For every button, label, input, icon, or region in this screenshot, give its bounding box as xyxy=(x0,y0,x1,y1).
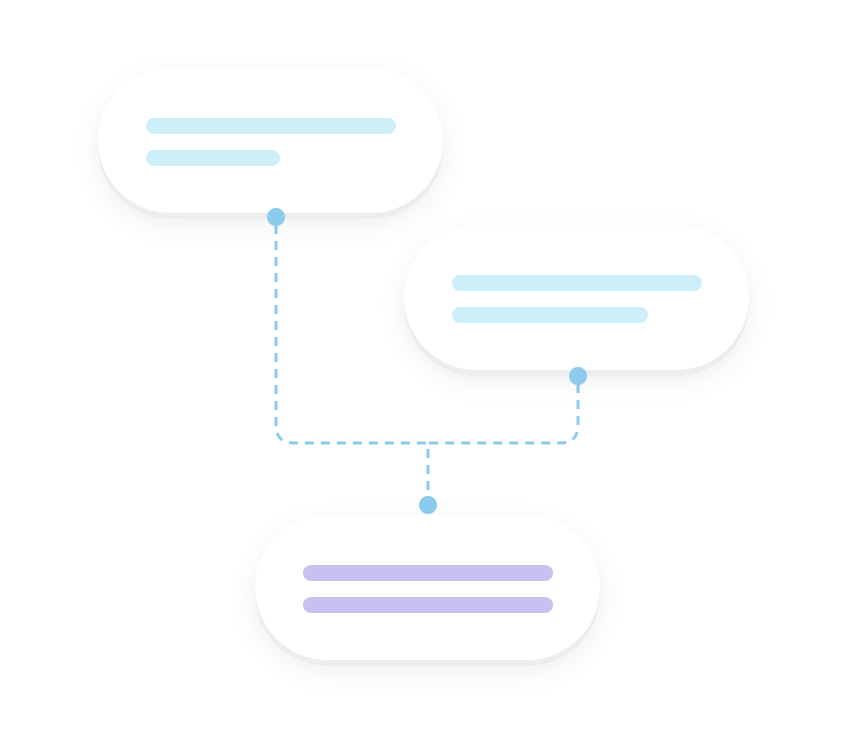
connector-top-left xyxy=(274,225,428,445)
port-dot-right[interactable] xyxy=(569,367,587,385)
text-placeholder xyxy=(146,150,280,166)
port-dot-top-left[interactable] xyxy=(267,208,285,226)
port-dot-bottom[interactable] xyxy=(419,496,437,514)
node-right[interactable] xyxy=(404,225,749,370)
text-placeholder xyxy=(452,275,702,291)
node-bottom[interactable] xyxy=(255,515,600,660)
text-placeholder xyxy=(303,597,553,613)
text-placeholder xyxy=(303,565,553,581)
text-placeholder xyxy=(146,118,396,134)
text-placeholder xyxy=(452,307,648,323)
connector-right xyxy=(428,384,580,445)
node-top-left[interactable] xyxy=(98,68,443,213)
